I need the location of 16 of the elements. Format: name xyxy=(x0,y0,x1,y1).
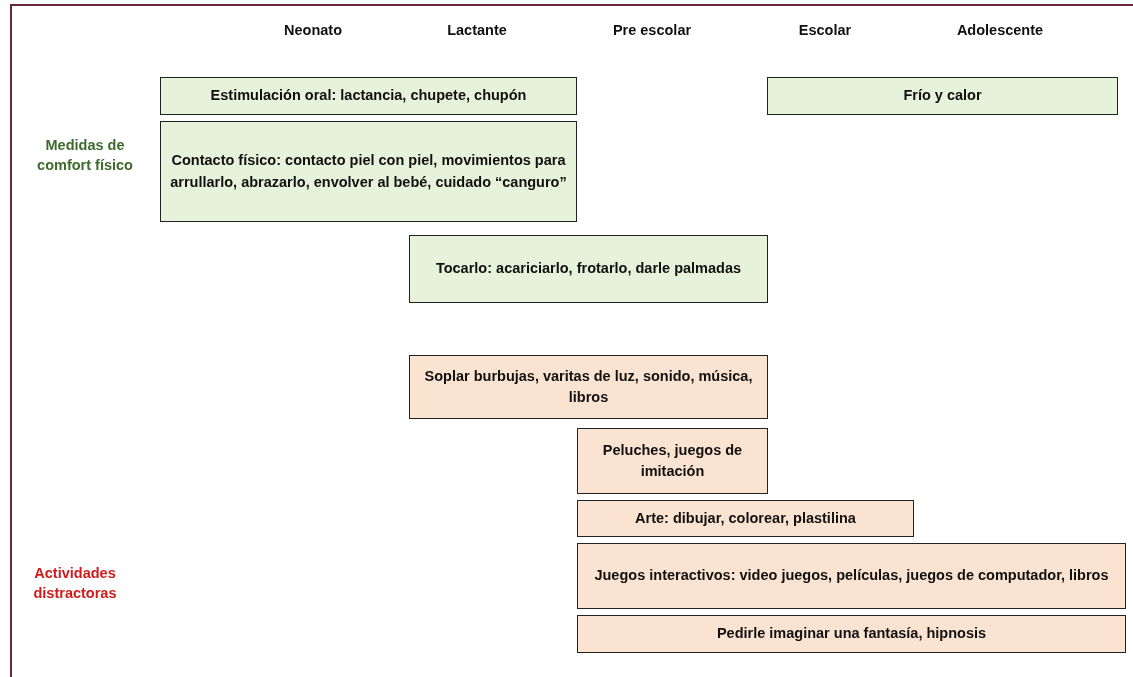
column-header: Adolescente xyxy=(955,21,1045,40)
column-header: Lactante xyxy=(446,21,508,40)
activity-bar: Peluches, juegos de imitación xyxy=(577,428,768,494)
column-header: Pre escolar xyxy=(611,21,693,40)
activity-bar: Juegos interactivos: video juegos, películas, juegos de computador, libros xyxy=(577,543,1126,609)
activity-bar: Estimulación oral: lactancia, chupete, chupón xyxy=(160,77,577,115)
row-label: Medidas de comfort físico xyxy=(36,136,134,176)
activity-bar: Tocarlo: acariciarlo, frotarlo, darle palmadas xyxy=(409,235,768,303)
activity-bar: Arte: dibujar, colorear, plastilina xyxy=(577,500,914,537)
activity-bar: Contacto físico: contacto piel con piel, movimientos para arrullarlo, abrazarlo, envolver al bebé, cuidado “canguro” xyxy=(160,121,577,222)
row-label: Actividades distractoras xyxy=(32,564,118,604)
activity-bar: Soplar burbujas, varitas de luz, sonido, música, libros xyxy=(409,355,768,419)
activity-bar: Pedirle imaginar una fantasía, hipnosis xyxy=(577,615,1126,653)
column-header: Neonato xyxy=(283,21,343,40)
activity-bar: Frío y calor xyxy=(767,77,1118,115)
column-header: Escolar xyxy=(797,21,853,40)
